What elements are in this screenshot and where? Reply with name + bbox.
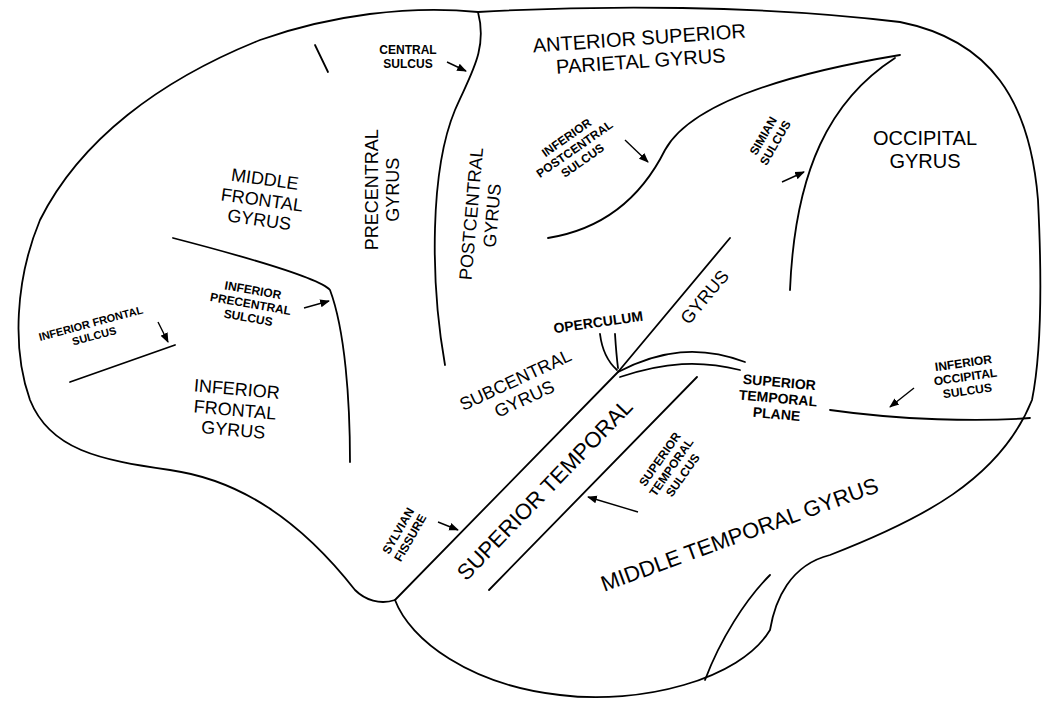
sulcus-label: INFERIOR PRECENTRAL SULCUS	[200, 276, 301, 333]
sulcus-label: SYLVIAN FISSURE	[376, 498, 435, 572]
sulcus-label: INFERIOR FRONTAL SULCUS	[24, 300, 161, 359]
operculum-leader	[600, 334, 617, 370]
simian-sulcus-line	[790, 58, 895, 290]
leader-arrow	[158, 322, 168, 342]
leader-arrow	[890, 388, 914, 407]
leader-arrow	[447, 62, 466, 71]
leader-arrow	[625, 140, 648, 162]
leader-arrow	[304, 301, 329, 308]
gyrus-label: MIDDLE TEMPORAL GYRUS	[598, 473, 882, 597]
principal-sulcus-line	[173, 238, 350, 462]
inferior-occipital-sulcus-line	[830, 410, 1030, 420]
sulcus-label: INFERIOR OCCIPITAL SULCUS	[920, 352, 1010, 405]
superior-temporal-plane-line	[620, 364, 740, 377]
gyrus-label: POSTCENTRAL GYRUS	[455, 138, 509, 291]
sulcus-label: SUPERIOR TEMPORAL SULCUS	[632, 423, 712, 512]
operculum-leader	[615, 334, 618, 368]
gyrus-label: INFERIOR FRONTAL GYRUS	[178, 374, 293, 445]
gyrus-label: GYRUS	[676, 266, 733, 328]
inferior-frontal-sulcus-line	[70, 345, 175, 382]
region-label: OPERCULUM	[552, 308, 644, 336]
leader-arrow	[438, 522, 458, 530]
sulcus-label: SIMIAN SULCUS	[743, 107, 797, 173]
sulcus-label: INFERIOR POSTCENTRAL SULCUS	[522, 104, 628, 195]
gyrus-label: SUBCENTRAL GYRUS	[448, 342, 592, 439]
gyrus-label: ANTERIOR SUPERIOR PARIETAL GYRUS	[514, 18, 767, 81]
gyrus-label: OCCIPITAL GYRUS	[858, 127, 993, 173]
superior-temporal-plane-line	[618, 352, 745, 372]
gyrus-label: PRECENTRAL GYRUS	[361, 123, 402, 258]
leader-arrow	[588, 497, 638, 512]
minor-sulcus-line	[315, 45, 328, 72]
gyrus-label: MIDDLE FRONTAL GYRUS	[208, 162, 316, 237]
inferior-temporal-line	[705, 575, 770, 680]
brain-outline	[19, 8, 1041, 698]
leader-arrow	[782, 172, 804, 182]
sulcus-label: CENTRAL SULCUS	[373, 44, 443, 72]
gyrus-label: SUPERIOR TEMPORAL	[452, 394, 638, 585]
region-label: SUPERIOR TEMPORAL PLANE	[730, 370, 826, 426]
